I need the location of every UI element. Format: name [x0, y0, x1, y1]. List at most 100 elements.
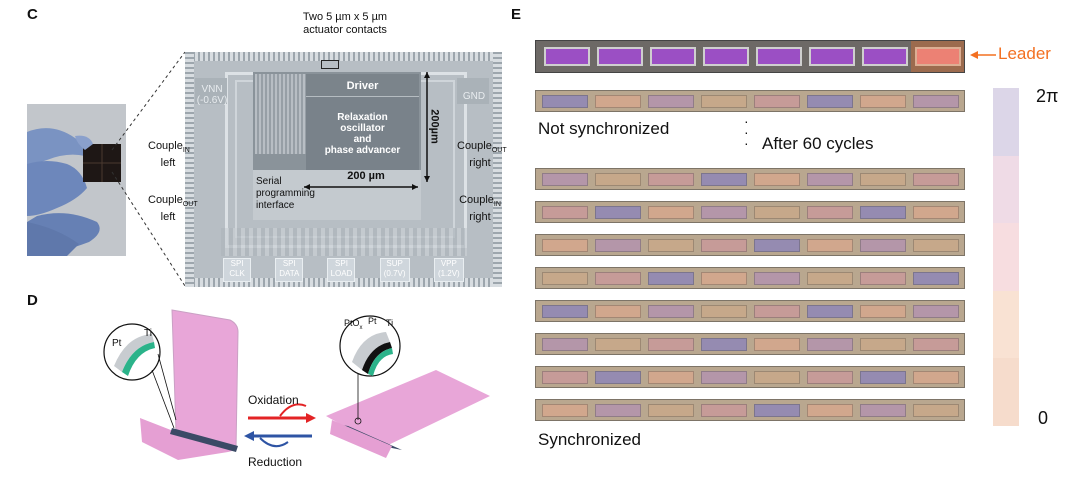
serial-interface-label: Serial programming interface: [256, 176, 315, 211]
strip-sync: [535, 234, 965, 256]
pad-spi-load: SPI LOAD: [327, 258, 356, 282]
oscillator-tile: [913, 173, 959, 186]
leader-tile: [650, 47, 696, 66]
oscillator-tile: [701, 272, 747, 285]
colorbar-segment: [993, 290, 1019, 359]
oscillator-tile: [913, 95, 959, 108]
oxidation-label: Oxidation: [248, 393, 299, 407]
oscillator-tile: [595, 272, 641, 285]
gnd-label: GND: [462, 91, 486, 102]
leader-tile: [915, 47, 961, 66]
dim-horizontal: 200 µm: [347, 170, 385, 182]
oscillator-tile: [807, 206, 853, 219]
oscillator-tile: [648, 173, 694, 186]
oscillator-tile: [542, 338, 588, 351]
chip-micrograph: SPI CLK SPI DATA SPI LOAD SUP (0.7V) VPP…: [185, 52, 502, 287]
vnn-label: VNN (-0.6V): [196, 84, 228, 106]
leader-tile: [809, 47, 855, 66]
dimension-arrows: [304, 72, 430, 190]
oscillator-tile: [807, 404, 853, 417]
core-label: Relaxation oscillator and phase advancer: [324, 112, 401, 156]
oscillator-tile: [807, 95, 853, 108]
colorbar-segment: [993, 223, 1019, 291]
oscillator-tile: [807, 338, 853, 351]
oscillator-tile: [860, 95, 906, 108]
panel-letter-e: E: [511, 6, 522, 23]
oscillator-tile: [542, 239, 588, 252]
leader-tint: [911, 41, 964, 72]
oscillator-tile: [754, 371, 800, 384]
sync-label: Synchronized: [538, 430, 642, 449]
ti-label-left: Ti: [144, 328, 152, 339]
oscillator-tile: [648, 338, 694, 351]
oscillator-tile: [648, 272, 694, 285]
oscillator-tile: [595, 404, 641, 417]
leader-tile: [597, 47, 643, 66]
oscillator-tile: [913, 338, 959, 351]
pto-label: PtOx: [344, 318, 363, 331]
oscillator-tile: [860, 338, 906, 351]
panel-letter-c: C: [27, 6, 38, 23]
zoom-lines: [111, 51, 186, 287]
oscillator-tile: [860, 371, 906, 384]
oscillator-tile: [913, 305, 959, 318]
oscillator-tile: [542, 272, 588, 285]
oscillator-tile: [913, 239, 959, 252]
oscillator-tile: [860, 272, 906, 285]
oscillator-tile: [754, 239, 800, 252]
oscillator-tile: [542, 305, 588, 318]
leader-tile: [703, 47, 749, 66]
oscillator-tile: [807, 272, 853, 285]
strip-sync: [535, 366, 965, 388]
oscillator-tile: [542, 206, 588, 219]
oscillator-tile: [648, 305, 694, 318]
colorbar-top-label: 2π: [1036, 86, 1059, 106]
oscillator-tile: [701, 239, 747, 252]
oscillator-tile: [595, 206, 641, 219]
leader-label: Leader: [998, 44, 1051, 63]
oscillator-tile: [595, 239, 641, 252]
pad-spi-data: SPI DATA: [275, 258, 304, 282]
reduction-label: Reduction: [248, 455, 302, 469]
pad-spi-clk: SPI CLK: [223, 258, 252, 282]
colorbar: [993, 88, 1019, 426]
leader-tile: [544, 47, 590, 66]
oscillator-tile: [860, 305, 906, 318]
oscillator-tile: [860, 206, 906, 219]
colorbar-segment: [993, 155, 1019, 224]
oscillator-tile: [807, 173, 853, 186]
oscillator-tile: [754, 404, 800, 417]
not-sync-label: Not synchronized: [538, 119, 670, 138]
leader-tile: [862, 47, 908, 66]
dim-vertical: 200µm: [428, 109, 441, 144]
oscillator-tile: [807, 305, 853, 318]
actuator-contacts-label: Two 5 µm x 5 µm actuator contacts: [302, 11, 388, 36]
oscillator-tile: [701, 173, 747, 186]
oscillator-tile: [754, 305, 800, 318]
colorbar-segment: [993, 88, 1019, 156]
pad-vpp: VPP (1.2V): [433, 258, 464, 282]
oscillator-tile: [913, 371, 959, 384]
oscillator-tile: [701, 305, 747, 318]
oscillator-tile: [807, 371, 853, 384]
panel-letter-d: D: [27, 292, 38, 309]
oscillator-tile: [595, 173, 641, 186]
oscillator-tile: [807, 239, 853, 252]
oscillator-tile: [701, 338, 747, 351]
leader-tile: [756, 47, 802, 66]
oscillator-tile: [595, 95, 641, 108]
oscillator-tile: [542, 404, 588, 417]
oscillator-tile: [648, 371, 694, 384]
oscillator-tile: [913, 206, 959, 219]
strip-sync: [535, 399, 965, 421]
oscillator-tile: [860, 404, 906, 417]
oscillator-tile: [595, 305, 641, 318]
after-cycles-label: After 60 cycles: [762, 134, 874, 153]
oscillator-tile: [542, 173, 588, 186]
ti-label-right: Ti: [386, 318, 393, 328]
oscillator-tile: [754, 95, 800, 108]
